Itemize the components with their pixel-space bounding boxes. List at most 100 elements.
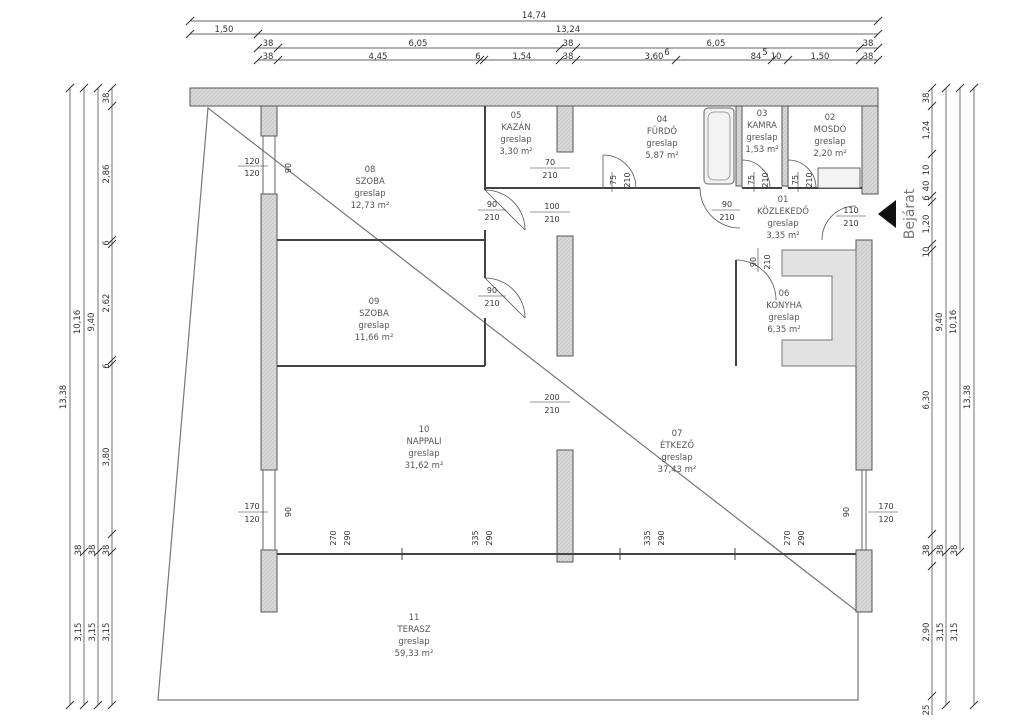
svg-text:greslap: greslap bbox=[646, 139, 677, 149]
opening-living-passage: 200 210 bbox=[544, 393, 559, 415]
dim-top-second-1: 1,50 bbox=[215, 25, 234, 35]
svg-text:06: 06 bbox=[779, 289, 790, 299]
svg-text:290: 290 bbox=[657, 530, 666, 545]
svg-text:greslap: greslap bbox=[358, 321, 389, 331]
dim-left-middle: 10,16 bbox=[73, 310, 83, 334]
opening-entrance-door: 110 210 bbox=[843, 206, 858, 228]
svg-text:335: 335 bbox=[471, 530, 480, 545]
dim-top-fourth-1: 38 bbox=[263, 52, 274, 62]
dim-right-detail-6: 1,20 bbox=[922, 215, 932, 234]
svg-text:SZOBA: SZOBA bbox=[355, 177, 385, 187]
svg-text:KONYHA: KONYHA bbox=[766, 301, 802, 311]
svg-text:09: 09 bbox=[369, 297, 380, 307]
dim-right-bottom-1: 3,15 bbox=[936, 623, 946, 642]
dim-left-detail-6: 3,80 bbox=[102, 448, 112, 467]
dim-top-third-4: 6,05 bbox=[707, 39, 726, 49]
svg-text:200: 200 bbox=[544, 393, 559, 402]
svg-text:120: 120 bbox=[878, 515, 893, 524]
opening-terrace-door-1: 270 290 bbox=[329, 530, 352, 545]
svg-text:290: 290 bbox=[797, 530, 806, 545]
svg-text:75: 75 bbox=[609, 175, 618, 185]
room-label-09: 09 SZOBA greslap 11,66 m² bbox=[355, 297, 394, 343]
svg-text:70: 70 bbox=[545, 158, 555, 167]
opening-hall-passage: 100 210 bbox=[544, 202, 559, 224]
entrance-arrow-icon bbox=[878, 200, 896, 228]
svg-text:NAPPALI: NAPPALI bbox=[407, 437, 442, 447]
left-dimensions bbox=[65, 83, 117, 710]
svg-text:210: 210 bbox=[719, 213, 734, 222]
svg-text:greslap: greslap bbox=[746, 133, 777, 143]
dim-right-detail-4: 40 bbox=[922, 181, 932, 192]
dim-left-detail-9: 38 bbox=[102, 545, 112, 556]
svg-text:greslap: greslap bbox=[768, 313, 799, 323]
svg-text:SZOBA: SZOBA bbox=[359, 309, 389, 319]
windows bbox=[262, 136, 867, 550]
dim-top-third-1: 38 bbox=[263, 39, 274, 49]
svg-text:greslap: greslap bbox=[354, 189, 385, 199]
svg-text:90: 90 bbox=[749, 257, 758, 267]
svg-text:2,20 m²: 2,20 m² bbox=[813, 149, 846, 159]
svg-text:270: 270 bbox=[329, 530, 338, 545]
svg-text:90: 90 bbox=[722, 200, 732, 209]
dim-left-detail-3: 6 bbox=[102, 240, 112, 245]
svg-text:KÖZLEKEDŐ: KÖZLEKEDŐ bbox=[757, 206, 809, 217]
svg-text:01: 01 bbox=[778, 195, 789, 205]
svg-text:11,66 m²: 11,66 m² bbox=[355, 333, 394, 343]
dim-top-fourth-5: 38 bbox=[563, 52, 574, 62]
svg-text:90: 90 bbox=[842, 507, 851, 517]
opening-09-door: 90 210 bbox=[484, 286, 499, 308]
dim-right-detail-7: 10 bbox=[922, 247, 932, 258]
svg-text:210: 210 bbox=[805, 172, 814, 187]
opening-06-door: 90 210 bbox=[749, 254, 772, 269]
dim-right-detail-5: 6 bbox=[922, 195, 932, 200]
svg-text:3,35 m²: 3,35 m² bbox=[766, 231, 799, 241]
svg-text:1,53 m²: 1,53 m² bbox=[745, 145, 778, 155]
dim-right-detail-12: 2,90 bbox=[922, 623, 932, 642]
svg-text:KAZÁN: KAZÁN bbox=[501, 121, 530, 133]
dim-right-bottom-2: 3,15 bbox=[950, 623, 960, 642]
svg-text:120: 120 bbox=[244, 515, 259, 524]
room-label-03: 03 KAMRA greslap 1,53 m² bbox=[745, 109, 778, 155]
svg-text:210: 210 bbox=[542, 171, 557, 180]
room-label-11: 11 TERASZ greslap 59,33 m² bbox=[395, 613, 434, 659]
opening-03-door: 75 210 bbox=[747, 172, 770, 187]
dim-left-detail-4: 2,62 bbox=[102, 294, 112, 313]
svg-text:210: 210 bbox=[484, 299, 499, 308]
svg-text:210: 210 bbox=[843, 219, 858, 228]
dim-top-fourth-9: 5 bbox=[762, 48, 767, 58]
dim-right-detail-1: 38 bbox=[922, 93, 932, 104]
svg-text:greslap: greslap bbox=[767, 219, 798, 229]
svg-text:greslap: greslap bbox=[661, 453, 692, 463]
svg-text:greslap: greslap bbox=[814, 137, 845, 147]
svg-text:170: 170 bbox=[878, 502, 893, 511]
dim-left-detail-1: 38 bbox=[102, 93, 112, 104]
dim-right-inner: 9,40 bbox=[935, 313, 945, 332]
opening-labels bbox=[238, 165, 898, 513]
kitchen-counter bbox=[781, 249, 857, 367]
svg-text:05: 05 bbox=[511, 111, 522, 121]
dim-top-fourth-12: 38 bbox=[863, 52, 874, 62]
dim-top-third-5: 38 bbox=[863, 39, 874, 49]
room-label-05: 05 KAZÁN greslap 3,30 m² bbox=[499, 111, 532, 157]
dim-right-detail-10: 38 bbox=[936, 545, 946, 556]
room-label-01: 01 KÖZLEKEDŐ greslap 3,35 m² bbox=[757, 195, 809, 241]
svg-text:90: 90 bbox=[284, 507, 293, 517]
dim-left-detail-5: 6 bbox=[102, 363, 112, 368]
svg-text:120: 120 bbox=[244, 157, 259, 166]
bathtub bbox=[703, 107, 735, 185]
svg-text:ÉTKEZŐ: ÉTKEZŐ bbox=[660, 439, 694, 451]
svg-text:210: 210 bbox=[484, 213, 499, 222]
svg-text:335: 335 bbox=[643, 530, 652, 545]
dim-left-outer: 13,38 bbox=[59, 385, 69, 409]
terrace-outline bbox=[157, 106, 859, 701]
svg-text:MOSDÓ: MOSDÓ bbox=[814, 123, 847, 135]
svg-text:03: 03 bbox=[757, 109, 768, 119]
svg-text:greslap: greslap bbox=[408, 449, 439, 459]
svg-text:210: 210 bbox=[763, 254, 772, 269]
room-label-08: 08 SZOBA greslap 12,73 m² bbox=[351, 165, 390, 211]
opening-08-door: 90 210 bbox=[484, 200, 499, 222]
dim-top-fourth-8: 84 bbox=[751, 52, 762, 62]
svg-text:greslap: greslap bbox=[500, 135, 531, 145]
dim-left-detail-2: 2,86 bbox=[102, 165, 112, 184]
